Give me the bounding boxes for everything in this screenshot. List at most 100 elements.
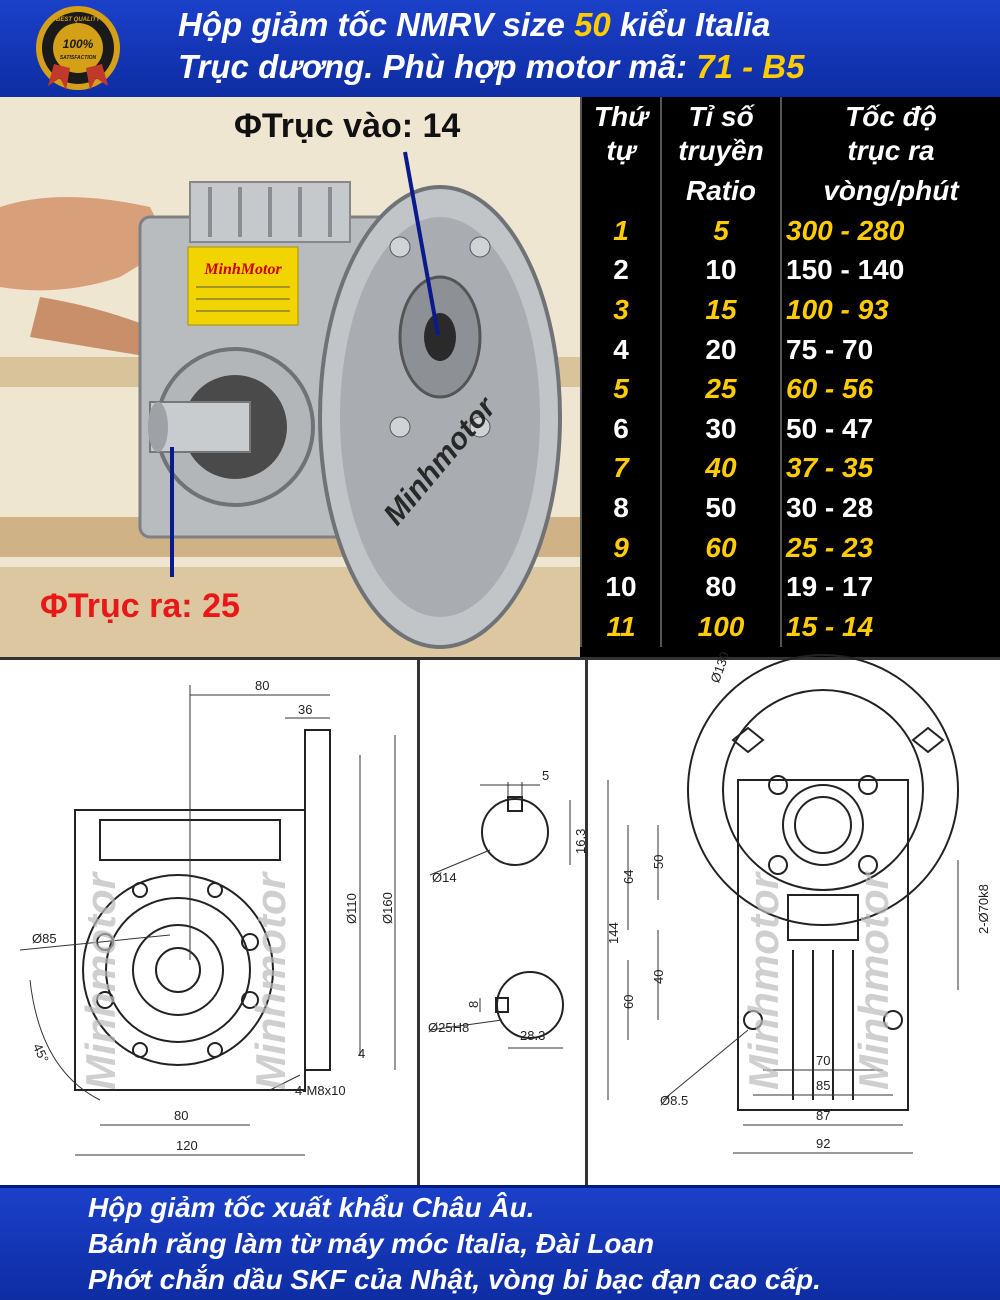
badge-ring-text: BEST QUALITY: [56, 17, 101, 23]
dim-80-bottom: 80: [174, 1108, 188, 1123]
dim-45deg: 45°: [30, 1041, 52, 1065]
title-line-2: Trục dương. Phù hợp motor mã: 71 - B5: [178, 48, 804, 86]
row-speed: 300 - 280: [780, 211, 1000, 251]
header-blank: [580, 171, 661, 211]
row-ratio: 30: [660, 408, 781, 449]
dim-28-3: 28.3: [520, 1028, 545, 1043]
drawing-side-view: 80 36 Ø110 Ø160 Ø85 45° 4 4-M8x10 80 120…: [0, 660, 420, 1188]
dim-8-5: Ø8.5: [660, 1093, 688, 1108]
header-banner: 100% SATISFACTION BEST QUALITY Hộp giảm …: [0, 0, 1000, 97]
row-number: 11: [580, 606, 661, 647]
row-number: 1: [580, 211, 661, 251]
row-speed: 37 - 35: [780, 448, 1000, 489]
row-number: 6: [580, 408, 661, 449]
row-number: 7: [580, 448, 661, 489]
dim-14: Ø14: [432, 870, 457, 885]
dim-87: 87: [816, 1108, 830, 1123]
dim-50: 50: [651, 855, 666, 869]
row-number: 3: [580, 290, 661, 330]
row-ratio: 40: [660, 448, 781, 489]
dim-120: 120: [176, 1138, 198, 1153]
drawing-front-view: Ø130 144 64 50 40 60 2-Ø70k8 Ø8.5 70 85 …: [588, 650, 1000, 1188]
dim-160: Ø160: [380, 892, 395, 924]
product-photo: MinhMotor Minhmotor ΦTrục vào: 14 ΦTrục …: [0, 97, 580, 657]
dim-110: Ø110: [344, 893, 359, 924]
drawing-watermark-3: Minhmotor: [740, 870, 787, 1090]
drawing-shaft-detail: 5 Ø14 16.3 8 Ø25H8 28.3: [420, 660, 588, 1188]
drawing-watermark-1: Minhmotor: [77, 870, 124, 1090]
dim-40: 40: [651, 970, 666, 984]
row-ratio: 50: [660, 488, 781, 528]
dim-key-5: 5: [542, 768, 549, 783]
dim-64: 64: [621, 870, 636, 884]
title-text: Hộp giảm tốc NMRV size: [178, 6, 575, 43]
dim-144: 144: [606, 922, 621, 944]
row-speed: 60 - 56: [780, 369, 1000, 409]
input-shaft-callout: ΦTrục vào: 14: [234, 107, 461, 145]
dim-70: 70: [816, 1053, 830, 1068]
footer-banner: Hộp giảm tốc xuất khẩu Châu Âu. Bánh răn…: [0, 1185, 1000, 1300]
footer-line-1: Hộp giảm tốc xuất khẩu Châu Âu.: [88, 1192, 535, 1223]
row-speed: 100 - 93: [780, 290, 1000, 330]
dim-85-right: 85: [816, 1078, 830, 1093]
row-ratio: 25: [660, 369, 781, 409]
row-ratio: 60: [660, 527, 781, 568]
row-number: 4: [580, 329, 661, 370]
row-speed: 150 - 140: [780, 250, 1000, 291]
row-number: 5: [580, 369, 661, 409]
dim-m8: 4-M8x10: [295, 1083, 346, 1098]
motor-code-highlight: 71 - B5: [696, 48, 805, 85]
row-speed: 19 - 17: [780, 567, 1000, 607]
size-highlight: 50: [574, 6, 611, 43]
dim-36: 36: [298, 702, 312, 717]
dim-80-top: 80: [255, 678, 269, 693]
row-ratio: 20: [660, 329, 781, 370]
row-number: 10: [580, 567, 661, 607]
technical-drawings: 80 36 Ø110 Ø160 Ø85 45° 4 4-M8x10 80 120…: [0, 650, 1000, 1188]
row-ratio: 15: [660, 290, 781, 330]
row-speed: 25 - 23: [780, 527, 1000, 568]
header-ratio-en: Ratio: [660, 171, 781, 211]
subtitle-text: Trục dương. Phù hợp motor mã:: [178, 48, 697, 85]
row-ratio: 80: [660, 567, 781, 607]
title-suffix: kiểu Italia: [610, 6, 771, 43]
row-speed: 30 - 28: [780, 488, 1000, 528]
title-line-1: Hộp giảm tốc NMRV size 50 kiểu Italia: [178, 6, 770, 44]
dim-85: Ø85: [32, 931, 57, 946]
quality-badge-icon: 100% SATISFACTION BEST QUALITY: [36, 6, 120, 90]
output-shaft-callout: ΦTrục ra: 25: [40, 587, 240, 625]
dim-25h8: Ø25H8: [428, 1020, 469, 1035]
row-number: 8: [580, 488, 661, 528]
label-brand: MinhMotor: [203, 261, 282, 278]
row-speed: 15 - 14: [780, 606, 1000, 647]
row-speed: 75 - 70: [780, 329, 1000, 370]
footer-line-2: Bánh răng làm từ máy móc Italia, Đài Loa…: [88, 1228, 655, 1259]
dim-16-3: 16.3: [573, 829, 588, 854]
badge-percent: 100%: [63, 37, 94, 51]
header-rpm: vòng/phút: [780, 171, 1000, 211]
row-speed: 50 - 47: [780, 408, 1000, 449]
dim-92: 92: [816, 1136, 830, 1151]
footer-line-3: Phớt chắn dầu SKF của Nhật, vòng bi bạc …: [88, 1264, 821, 1295]
row-ratio: 100: [660, 606, 781, 647]
dim-60: 60: [621, 995, 636, 1009]
row-number: 9: [580, 527, 661, 568]
drawing-watermark-2: Minhmotor: [247, 870, 294, 1090]
dim-70k8: 2-Ø70k8: [976, 884, 991, 934]
row-number: 2: [580, 250, 661, 291]
